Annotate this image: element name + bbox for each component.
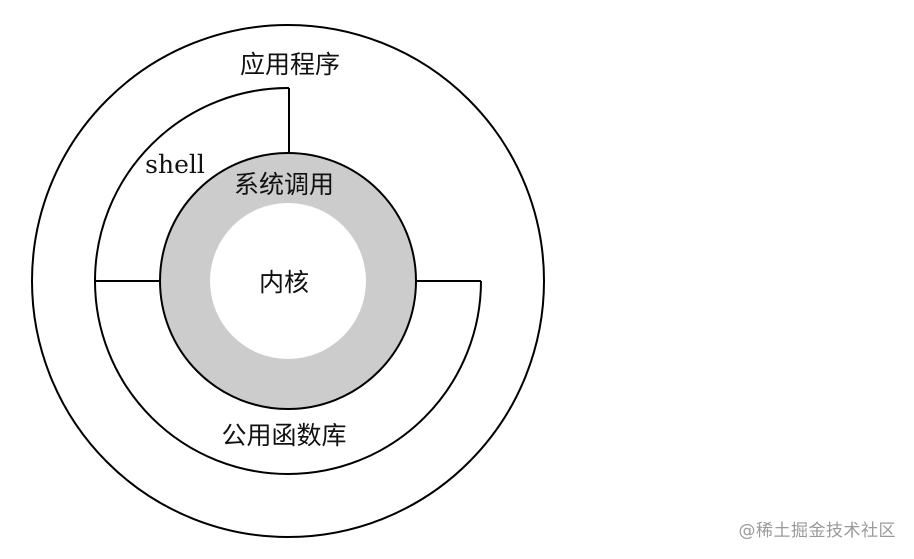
shell-label: shell [145, 150, 205, 179]
watermark-text: @稀土掘金技术社区 [738, 521, 896, 541]
library-routines-label: 公用函数库 [221, 421, 346, 450]
kernel-label: 内核 [259, 268, 309, 297]
system-calls-label: 系统调用 [234, 170, 334, 199]
applications-label: 应用程序 [240, 50, 340, 79]
shell-library-boundary [93, 86, 482, 476]
kernel-core [210, 203, 366, 359]
